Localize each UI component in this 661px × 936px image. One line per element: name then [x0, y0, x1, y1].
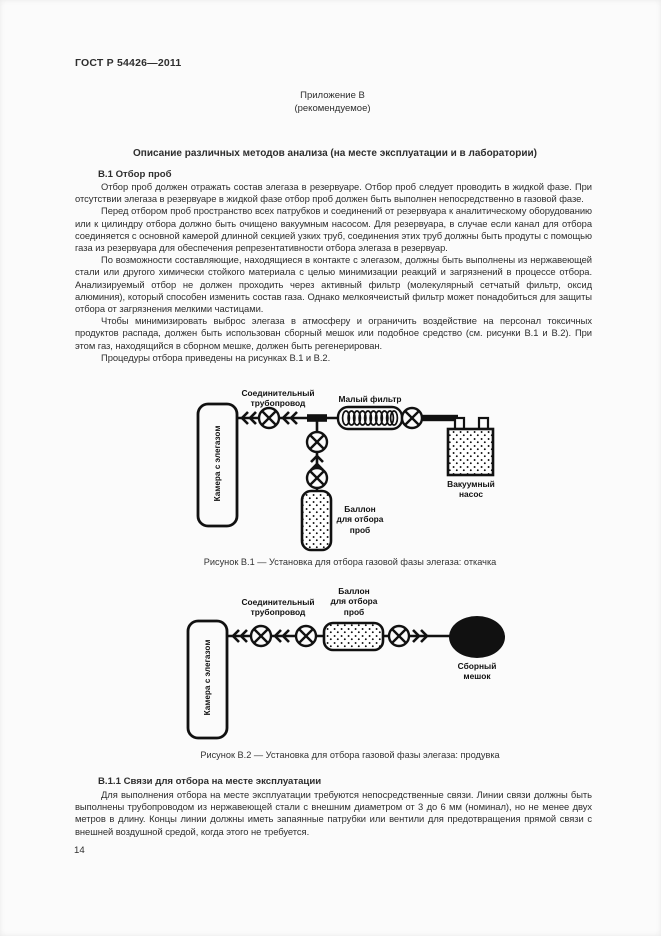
standard-number: ГОСТ Р 54426—2011: [75, 57, 182, 69]
pump-connector: [422, 414, 458, 422]
vacuum-pump: [446, 416, 495, 477]
section-b1-body: Отбор проб должен отражать состав элегаз…: [75, 181, 592, 364]
flow-arrow-left-icon: [231, 629, 248, 643]
cylinder-label: Баллон для отбора проб: [336, 504, 384, 535]
sampling-cylinder: [300, 489, 333, 552]
valve-icon: [387, 624, 411, 648]
section-b11-heading: В.1.1 Связи для отбора на месте эксплуат…: [98, 776, 322, 787]
filter-label: Малый фильтр: [338, 394, 402, 404]
paragraph: По возможности составляющие, находящиеся…: [75, 254, 592, 315]
page-number: 14: [74, 845, 85, 856]
chamber-label: Камера с элегазом: [213, 425, 222, 502]
section-b1-heading: В.1 Отбор проб: [98, 169, 172, 180]
section-b11-body: Для выполнения отбора на месте эксплуата…: [75, 789, 592, 838]
bag-label: Сборный мешок: [457, 661, 497, 682]
chamber-label: Камера с элегазом: [203, 639, 212, 716]
collection-bag: [449, 616, 505, 658]
flow-arrow-left-icon: [240, 411, 257, 425]
pump-label: Вакуумный насос: [447, 479, 495, 500]
figure-b2-caption: Рисунок В.2 — Установка для отбора газов…: [200, 750, 500, 760]
pipeline-label: Соединительный трубопровод: [241, 388, 315, 409]
valve-icon: [294, 624, 318, 648]
figure-b1-diagram: Камера с элегазом Соединительный трубопр…: [130, 388, 550, 556]
paragraph: Для выполнения отбора на месте эксплуата…: [75, 789, 592, 837]
paragraph: Чтобы минимизировать выброс элегаза в ат…: [75, 315, 592, 351]
flow-arrow-right-icon: [412, 629, 429, 643]
paragraph: Отбор проб должен отражать состав элегаз…: [75, 181, 592, 205]
page-title: Описание различных методов анализа (на м…: [133, 148, 537, 159]
figure-b2-drawing: [186, 616, 505, 740]
cylinder-label: Баллон для отбора проб: [330, 586, 378, 617]
small-filter: [336, 405, 404, 431]
valve-icon: [249, 624, 273, 648]
pipeline-label: Соединительный трубопровод: [241, 597, 315, 618]
gas-chamber: [196, 402, 239, 528]
valve-icon: [305, 430, 329, 454]
paragraph: Процедуры отбора приведены на рисунках В…: [101, 351, 331, 363]
paragraph: Перед отбором проб пространство всех пат…: [75, 205, 592, 254]
gas-chamber: [186, 619, 229, 740]
figure-b1-drawing: [196, 402, 495, 552]
flow-arrow-left-icon: [281, 411, 298, 425]
flow-arrow-left-icon: [273, 629, 290, 643]
valve-icon: [400, 406, 424, 430]
sampling-cylinder: [322, 621, 385, 652]
figure-b2-diagram: Камера с элегазом Соединительный трубопр…: [130, 585, 550, 745]
figure-b1-caption: Рисунок В.1 — Установка для отбора газов…: [203, 557, 497, 567]
valve-icon: [305, 466, 329, 490]
appendix-heading: Приложение В (рекомендуемое): [294, 90, 371, 114]
valve-icon: [257, 406, 281, 430]
